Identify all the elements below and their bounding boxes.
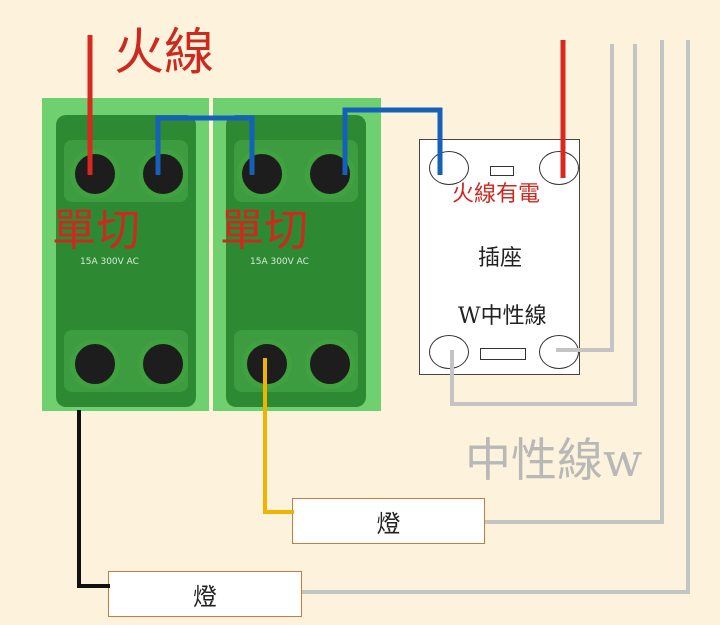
neutral-wire-label: 中性線w	[465, 433, 643, 487]
socket-live-label: 火線有電	[452, 182, 541, 207]
left-terminal-bottom-load	[70, 339, 120, 389]
right-terminal-bottom-spare	[305, 339, 355, 389]
neutral-wire-socket-left	[450, 44, 637, 406]
lamp-bottom-label: 燈	[193, 582, 217, 611]
neutral-wire-lamp-top	[485, 40, 664, 524]
switch-left-label: 單切	[52, 205, 140, 256]
neutral-wire-lamp-bottom	[302, 40, 690, 594]
right-terminal-top-live	[237, 149, 287, 199]
socket-ground-slot	[490, 166, 514, 176]
lamp-top: 燈	[292, 498, 485, 544]
socket-neutral-slot	[480, 348, 526, 360]
load-wire-yellow	[263, 358, 294, 514]
load-wire-black	[77, 410, 110, 588]
left-terminal-top-live	[70, 149, 120, 199]
socket-hole-top-left	[429, 151, 469, 185]
link-wire-to-socket	[342, 107, 443, 175]
neutral-wire-socket-return	[556, 44, 614, 352]
left-terminal-bottom-spare	[138, 339, 188, 389]
left-module-print: 15A 300V AC	[80, 257, 139, 267]
socket-hole-top-right	[539, 151, 579, 185]
link-wire-switches	[155, 115, 255, 175]
live-wire-title: 火線	[114, 23, 214, 81]
right-module-print: 15A 300V AC	[250, 257, 309, 267]
socket-hole-bottom-left	[429, 335, 469, 369]
socket-name-label: 插座	[478, 246, 523, 271]
switch-right-label: 單切	[220, 205, 308, 256]
lamp-bottom: 燈	[108, 571, 302, 617]
lamp-top-label: 燈	[376, 509, 401, 538]
socket-outlet: 火線有電 插座 W中性線	[419, 139, 580, 375]
left-terminal-top-link	[138, 149, 188, 199]
socket-neutral-label: W中性線	[458, 304, 547, 329]
